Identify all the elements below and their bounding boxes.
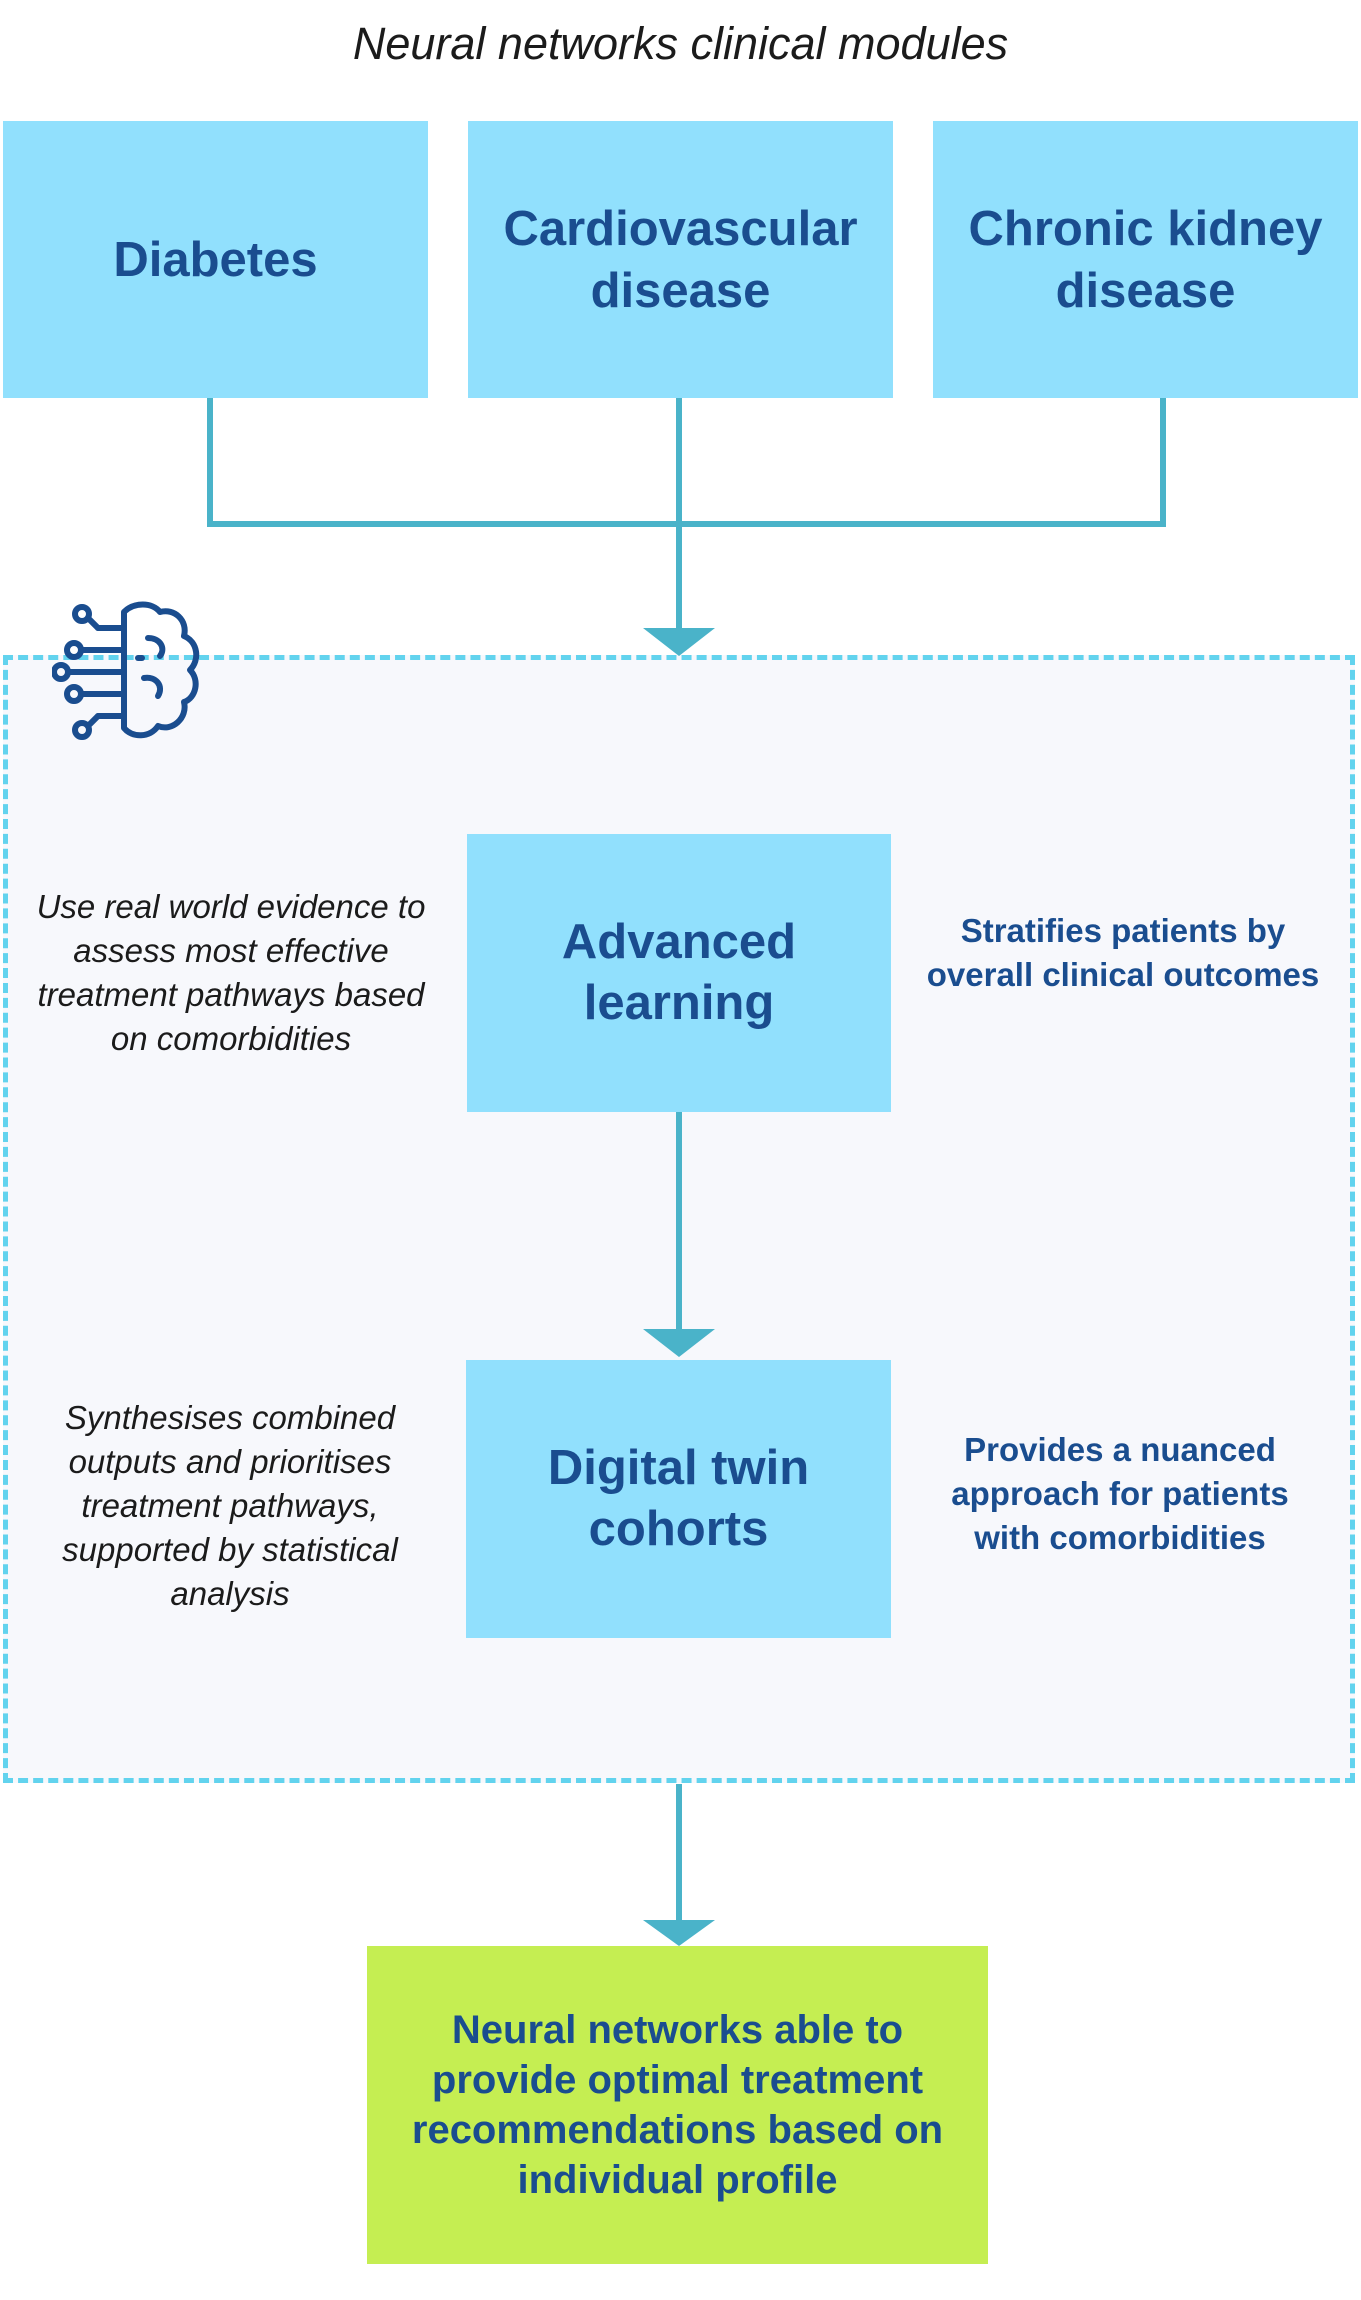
arrowhead-to-container <box>643 628 715 656</box>
step-advanced-learning: Advanced learning <box>467 834 891 1112</box>
step-advanced-learning-left-note: Use real world evidence to assess most e… <box>36 888 426 1057</box>
brain-circuit-icon <box>52 601 200 740</box>
step-advanced-learning-right-note: Stratifies patients by overall clinical … <box>926 912 1320 993</box>
step-digital-twin-left-note: Synthesises combined outputs and priorit… <box>62 1399 398 1612</box>
module-cardiovascular: Cardiovascular disease <box>468 121 893 398</box>
step-digital-twin-cohorts: Digital twin cohorts <box>466 1360 891 1638</box>
diagram-title: Neural networks clinical modules <box>352 18 1009 69</box>
module-chronic-kidney: Chronic kidney disease <box>933 121 1358 398</box>
module-diabetes: Diabetes <box>3 121 428 398</box>
arrowhead-to-result <box>643 1920 715 1946</box>
arrowhead-to-twin <box>643 1329 715 1357</box>
result-box: Neural networks able to provide optimal … <box>367 1946 988 2264</box>
step-digital-twin-right-note: Provides a nuanced approach for patients… <box>951 1431 1289 1556</box>
